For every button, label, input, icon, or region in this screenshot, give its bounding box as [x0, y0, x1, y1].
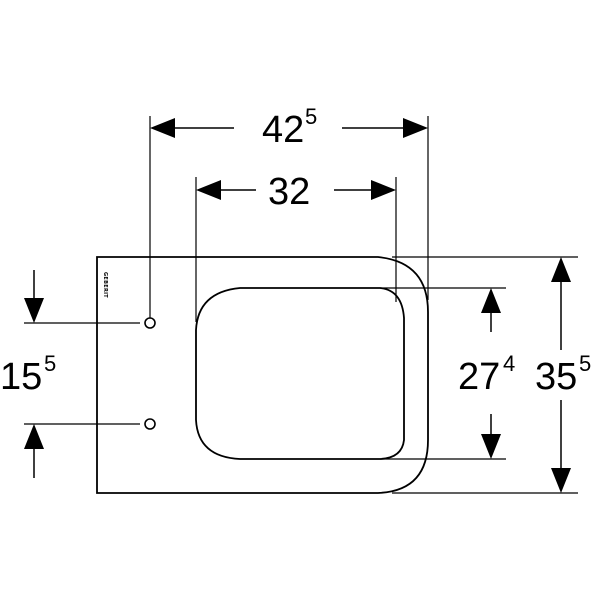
arrow-up-icon [24, 424, 44, 449]
seat-depth-sup: 4 [503, 351, 515, 376]
overall-depth-sup: 5 [579, 351, 591, 376]
fixing-hole-top [144, 317, 156, 329]
overall-width-sup: 5 [305, 104, 317, 129]
dimension-seat-width: 32 [196, 171, 396, 213]
fixing-hole-bottom [144, 418, 156, 430]
dimension-fixing-spacing: 15 5 [0, 270, 56, 478]
dimension-seat-depth: 27 4 [458, 288, 515, 459]
wc-outline [96, 256, 429, 494]
overall-width-value: 42 [262, 109, 304, 151]
extension-lines [24, 116, 578, 494]
arrow-up-icon [481, 288, 501, 313]
arrow-up-icon [551, 257, 571, 282]
arrow-right-icon [371, 180, 396, 200]
arrow-down-icon [481, 434, 501, 459]
fixing-spacing-value: 15 [0, 356, 42, 398]
arrow-down-icon [24, 298, 44, 323]
arrow-right-icon [403, 118, 428, 138]
brand-label: GEBERIT [102, 272, 108, 298]
dimension-overall-depth: 35 5 [535, 257, 591, 493]
arrow-left-icon [150, 118, 175, 138]
arrow-down-icon [551, 468, 571, 493]
fixing-spacing-sup: 5 [44, 351, 56, 376]
seat-width-value: 32 [268, 171, 310, 213]
seat-outline [195, 287, 405, 460]
dimension-overall-width: 42 5 [150, 104, 428, 151]
seat-depth-value: 27 [458, 356, 500, 398]
arrow-left-icon [196, 180, 221, 200]
overall-depth-value: 35 [535, 356, 577, 398]
